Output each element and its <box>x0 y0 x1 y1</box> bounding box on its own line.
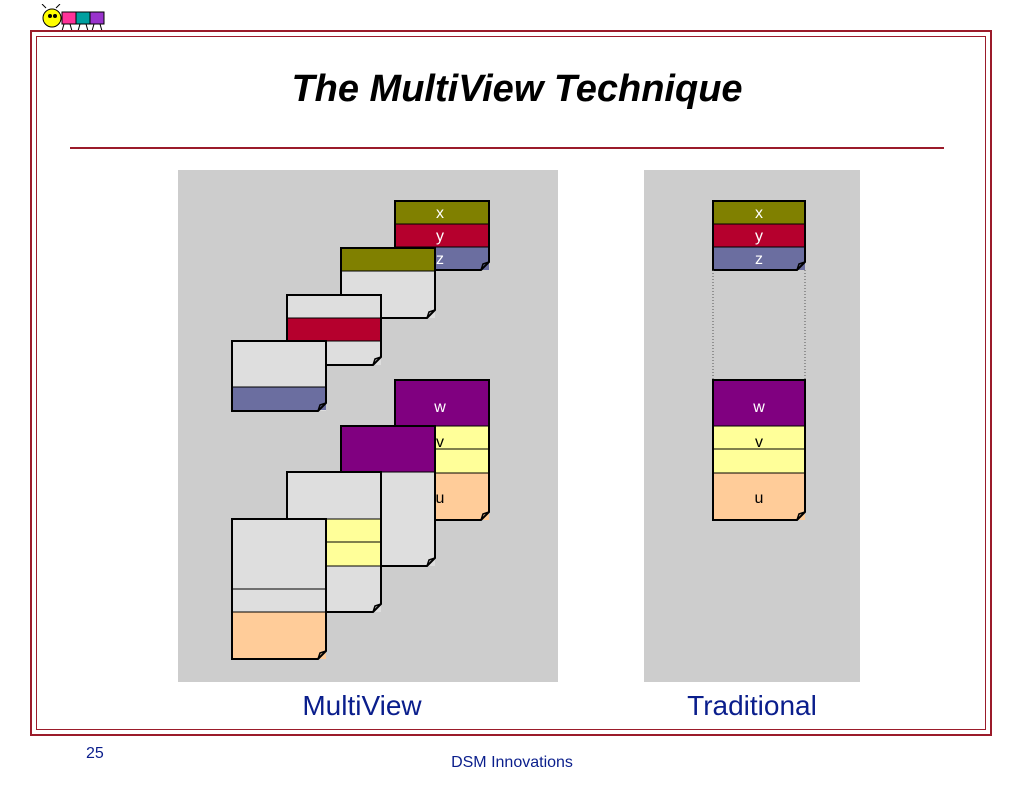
band-x <box>395 201 489 224</box>
band-v <box>713 426 805 449</box>
caption-multiview: MultiView <box>302 690 422 721</box>
label-w: w <box>752 399 765 416</box>
label-z: z <box>436 251 444 268</box>
multiview-page-xyz-3 <box>286 294 382 366</box>
footer-text: DSM Innovations <box>451 754 573 771</box>
multiview-page-xyz-4 <box>231 340 327 412</box>
slide-frame-inner <box>36 36 986 730</box>
band-z <box>232 387 326 410</box>
band-u <box>713 473 805 520</box>
slide-number: 25 <box>86 745 104 762</box>
traditional-page-wvu: w v u <box>712 379 806 521</box>
label-z: z <box>755 251 763 268</box>
label-w: w <box>433 399 446 416</box>
multiview-page-xyz-1: x y z <box>394 200 490 271</box>
band-v2 <box>713 449 805 473</box>
multiview-page-xyz-2 <box>340 247 436 319</box>
band-u <box>232 612 326 659</box>
band-y <box>287 318 381 341</box>
slide-title: The MultiView Technique <box>291 68 743 110</box>
title-underline <box>70 147 944 149</box>
label-x: x <box>755 205 763 222</box>
band-y <box>395 224 489 247</box>
band-z <box>713 247 805 270</box>
band-x <box>341 248 435 271</box>
band-w <box>341 426 435 472</box>
label-y: y <box>755 228 763 245</box>
label-u: u <box>755 490 764 507</box>
caption-traditional: Traditional <box>687 690 817 721</box>
ant-logo-icon <box>41 4 110 32</box>
band-w <box>395 380 489 426</box>
band-w <box>713 380 805 426</box>
label-y: y <box>436 228 444 245</box>
band-y <box>713 224 805 247</box>
multiview-page-wvu-4 <box>231 518 327 660</box>
band-x <box>713 201 805 224</box>
traditional-page-xyz: x y z <box>712 200 806 271</box>
label-v: v <box>755 434 763 451</box>
slide-frame-outer <box>30 30 992 736</box>
label-u: u <box>436 490 445 507</box>
label-v: v <box>436 434 444 451</box>
label-x: x <box>436 205 444 222</box>
